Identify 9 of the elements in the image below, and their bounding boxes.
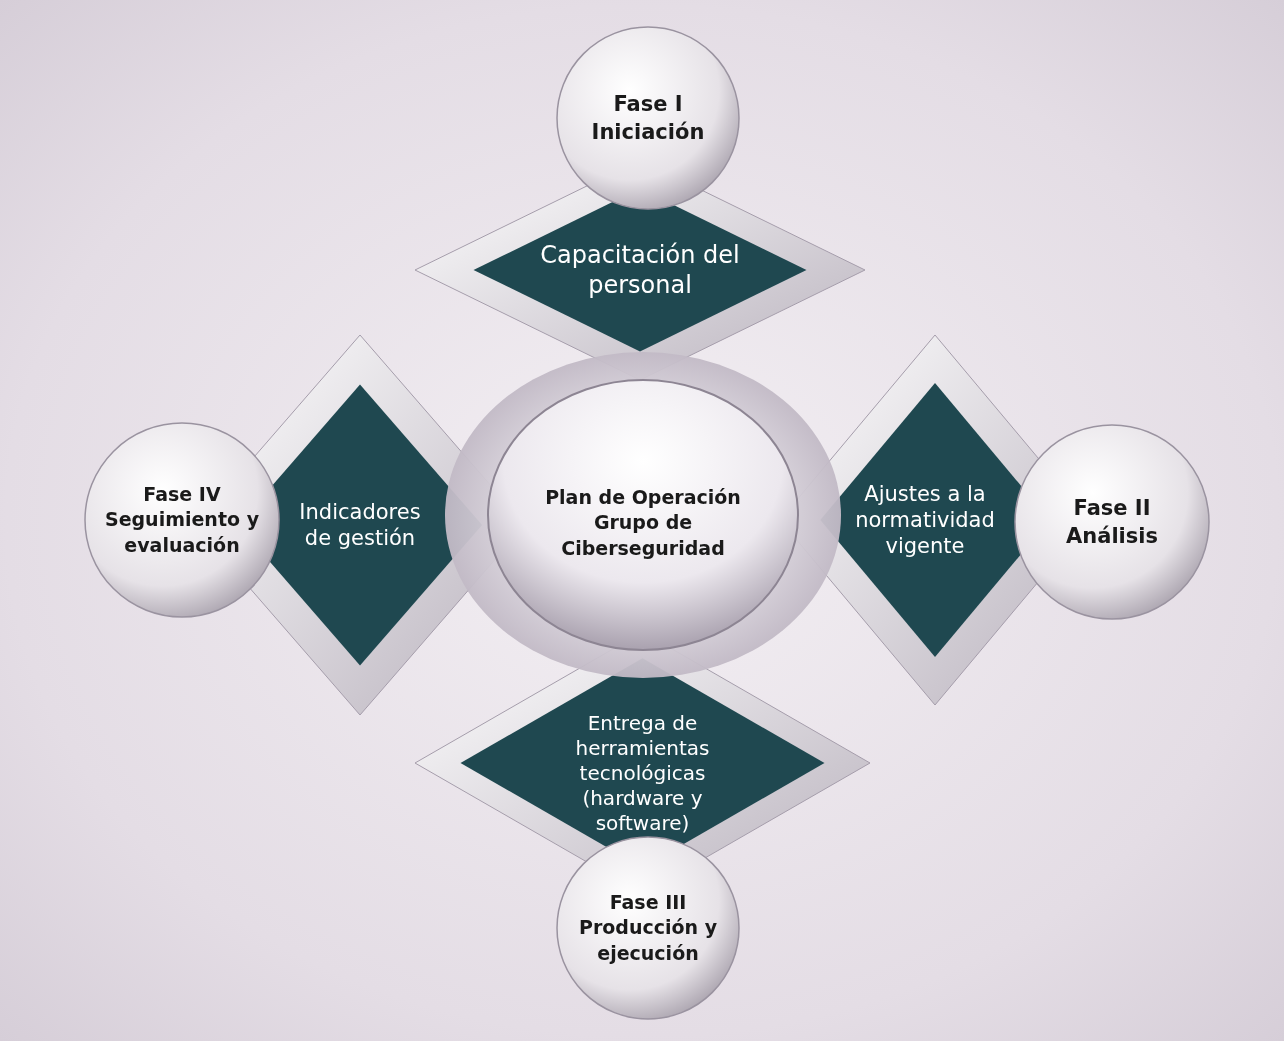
phase-label: Fase III Producción y ejecución [577,889,719,966]
diamond-label: Entrega de herramientas tecnológicas (hardware y software) [574,710,711,836]
diamond-label: Capacitación del personal [540,240,740,300]
phase-label: Fase I Iniciación [590,90,706,146]
center-label: Plan de Operación Grupo de Ciberseguridad [544,484,742,561]
phase-label: Fase II Análisis [1065,494,1159,550]
diamond-label: Ajustes a la normatividad vigente [854,480,996,560]
phase-label: Fase IV Seguimiento y evaluación [103,481,261,558]
diamond-label: Indicadores de gestión [298,498,422,552]
